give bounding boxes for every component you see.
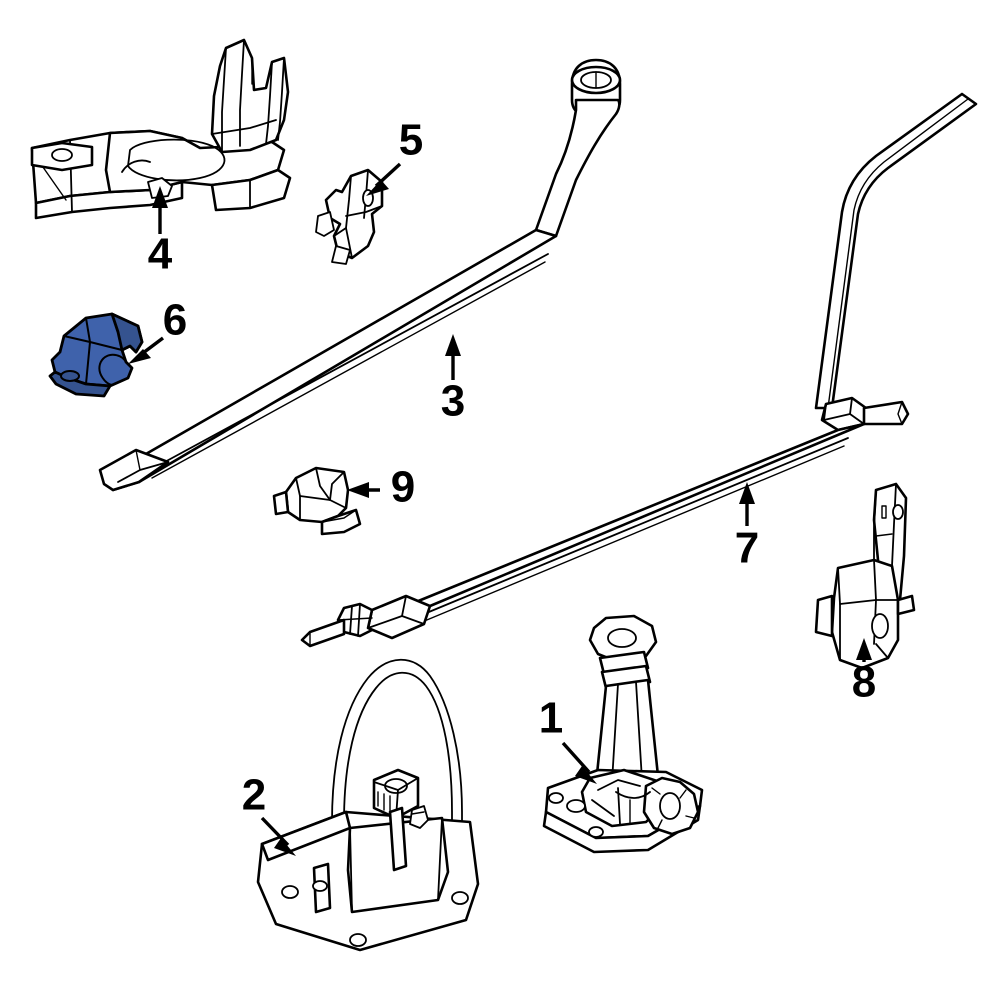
- callout-8-arrowhead: [856, 638, 872, 660]
- callout-2-leader: [260, 816, 290, 847]
- part-4-tool-tray-bracket[interactable]: [30, 38, 292, 220]
- callout-4-arrowhead: [152, 186, 168, 208]
- part-2-jack-mounting-bracket[interactable]: [256, 658, 480, 952]
- callout-3[interactable]: 3: [441, 334, 465, 426]
- callout-2-label: 2: [242, 771, 266, 820]
- callout-6[interactable]: 6: [128, 296, 187, 364]
- callout-6-arrowhead: [128, 349, 151, 364]
- callout-9[interactable]: 9: [347, 463, 415, 512]
- callout-2-arrowhead: [274, 838, 296, 856]
- callout-8-label: 8: [852, 658, 876, 707]
- part-1-scissor-jack[interactable]: [542, 614, 704, 854]
- callout-3-arrowhead: [445, 334, 461, 356]
- callout-4-label: 4: [148, 230, 173, 279]
- callout-7[interactable]: 7: [735, 482, 759, 573]
- callout-7-label: 7: [735, 524, 759, 573]
- callout-5[interactable]: 5: [366, 116, 423, 196]
- part-7-jack-handle-crank-rod[interactable]: [300, 92, 978, 648]
- callout-1[interactable]: 1: [539, 694, 597, 784]
- callout-7-arrowhead: [739, 482, 755, 504]
- callout-1-label: 1: [539, 694, 563, 743]
- part-3-lug-wrench-extension-bar[interactable]: [98, 58, 622, 492]
- callout-6-label: 6: [163, 296, 187, 345]
- callout-5-label: 5: [399, 116, 423, 165]
- part-8-side-mounting-bracket[interactable]: [814, 482, 916, 670]
- callout-5-arrowhead: [366, 180, 389, 196]
- callout-8[interactable]: 8: [852, 638, 876, 707]
- callout-4[interactable]: 4: [148, 186, 173, 279]
- callout-9-label: 9: [391, 463, 415, 512]
- callout-1-leader: [561, 741, 591, 774]
- callout-9-arrowhead: [347, 482, 369, 498]
- part-6-jack-handle-retainer-bracket[interactable]: [48, 312, 144, 398]
- callout-3-label: 3: [441, 377, 465, 426]
- callout-2[interactable]: 2: [242, 771, 296, 856]
- part-9-rubber-block-retainer[interactable]: [272, 466, 362, 536]
- callout-1-arrowhead: [575, 766, 597, 784]
- part-5-retainer-clip[interactable]: [315, 168, 384, 265]
